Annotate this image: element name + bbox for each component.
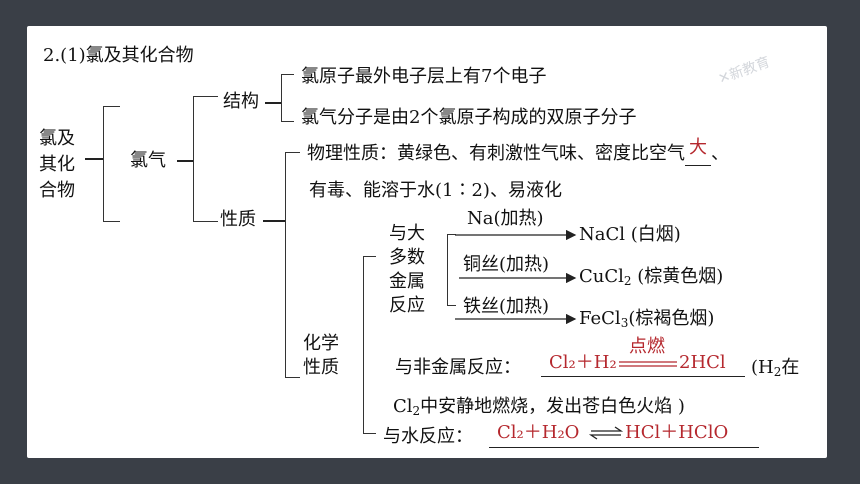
physical-desc: 黄绿色、有刺激性气味、密度比空气 [397, 143, 685, 164]
chemical-brace [363, 256, 376, 434]
arrow-layer [455, 229, 677, 440]
water-eq-right: HCl＋HClO [625, 422, 729, 443]
physical-line-1: 物理性质：黄绿色、有刺激性气味、密度比空气大、 [307, 137, 729, 166]
section-title: 2.(1)氯及其化合物 [43, 45, 194, 66]
nonmetal-answer-line [541, 376, 745, 378]
structure-brace [281, 74, 294, 122]
nonmetal-condition: 点燃 [629, 336, 665, 357]
chlorine-connector [177, 160, 193, 162]
chlorine-label: 氯气 [130, 150, 166, 171]
physical-line-2: 有毒、能溶于水(1∶2)、易液化 [309, 180, 562, 201]
metal-condition-1: Na(加热) [467, 208, 544, 229]
nonmetal-line-2: Cl2中安静地燃烧，发出苍白色火焰 ) [393, 396, 685, 418]
metal-product-1: NaCl (白烟) [579, 224, 681, 245]
nonmetal-eq-left: Cl₂＋H₂ [549, 352, 617, 373]
structure-label: 结构 [223, 91, 259, 112]
metal-condition-2: 铜丝(加热) [463, 254, 550, 275]
property-label: 性质 [220, 209, 256, 230]
physical-answer: 大 [685, 137, 711, 166]
nonmetal-eq-right: 2HCl [679, 352, 726, 373]
structure-connector [265, 102, 281, 104]
chemical-label: 化学 性质 [303, 333, 339, 378]
metal-product-3: FeCl3(棕褐色烟) [579, 308, 715, 330]
water-answer-line [489, 447, 759, 449]
root-connector [85, 158, 103, 160]
water-eq-left: Cl₂＋H₂O [497, 422, 580, 443]
reversible-arrow-bottom [588, 434, 621, 440]
metal-product-2: CuCl2 (棕黄色烟) [579, 266, 724, 288]
water-label: 与水反应： [383, 426, 473, 447]
structure-item-1: 氯原子最外电子层上有7个电子 [301, 66, 547, 87]
root-label: 氯及 其化 合物 [39, 128, 75, 201]
property-connector [263, 220, 285, 222]
root-brace [103, 106, 120, 222]
metals-brace [447, 234, 456, 306]
property-brace [285, 152, 300, 378]
nonmetal-note: (H2在 [751, 357, 800, 379]
metals-label: 与大 多数 金属 反应 [389, 223, 425, 316]
metal-condition-3: 铁丝(加热) [463, 296, 550, 317]
reversible-arrow-top [591, 426, 624, 432]
physical-label: 物理性质： [307, 143, 397, 164]
physical-comma: 、 [711, 143, 729, 164]
chlorine-brace [193, 96, 218, 222]
slide: 2.(1)氯及其化合物 ✕新教育 氯及 其化 合物 氯气 结构 氯原子最外电子层… [27, 26, 827, 458]
nonmetal-label: 与非金属反应： [395, 357, 521, 378]
structure-item-2: 氯气分子是由2个氯原子构成的双原子分子 [301, 107, 637, 128]
